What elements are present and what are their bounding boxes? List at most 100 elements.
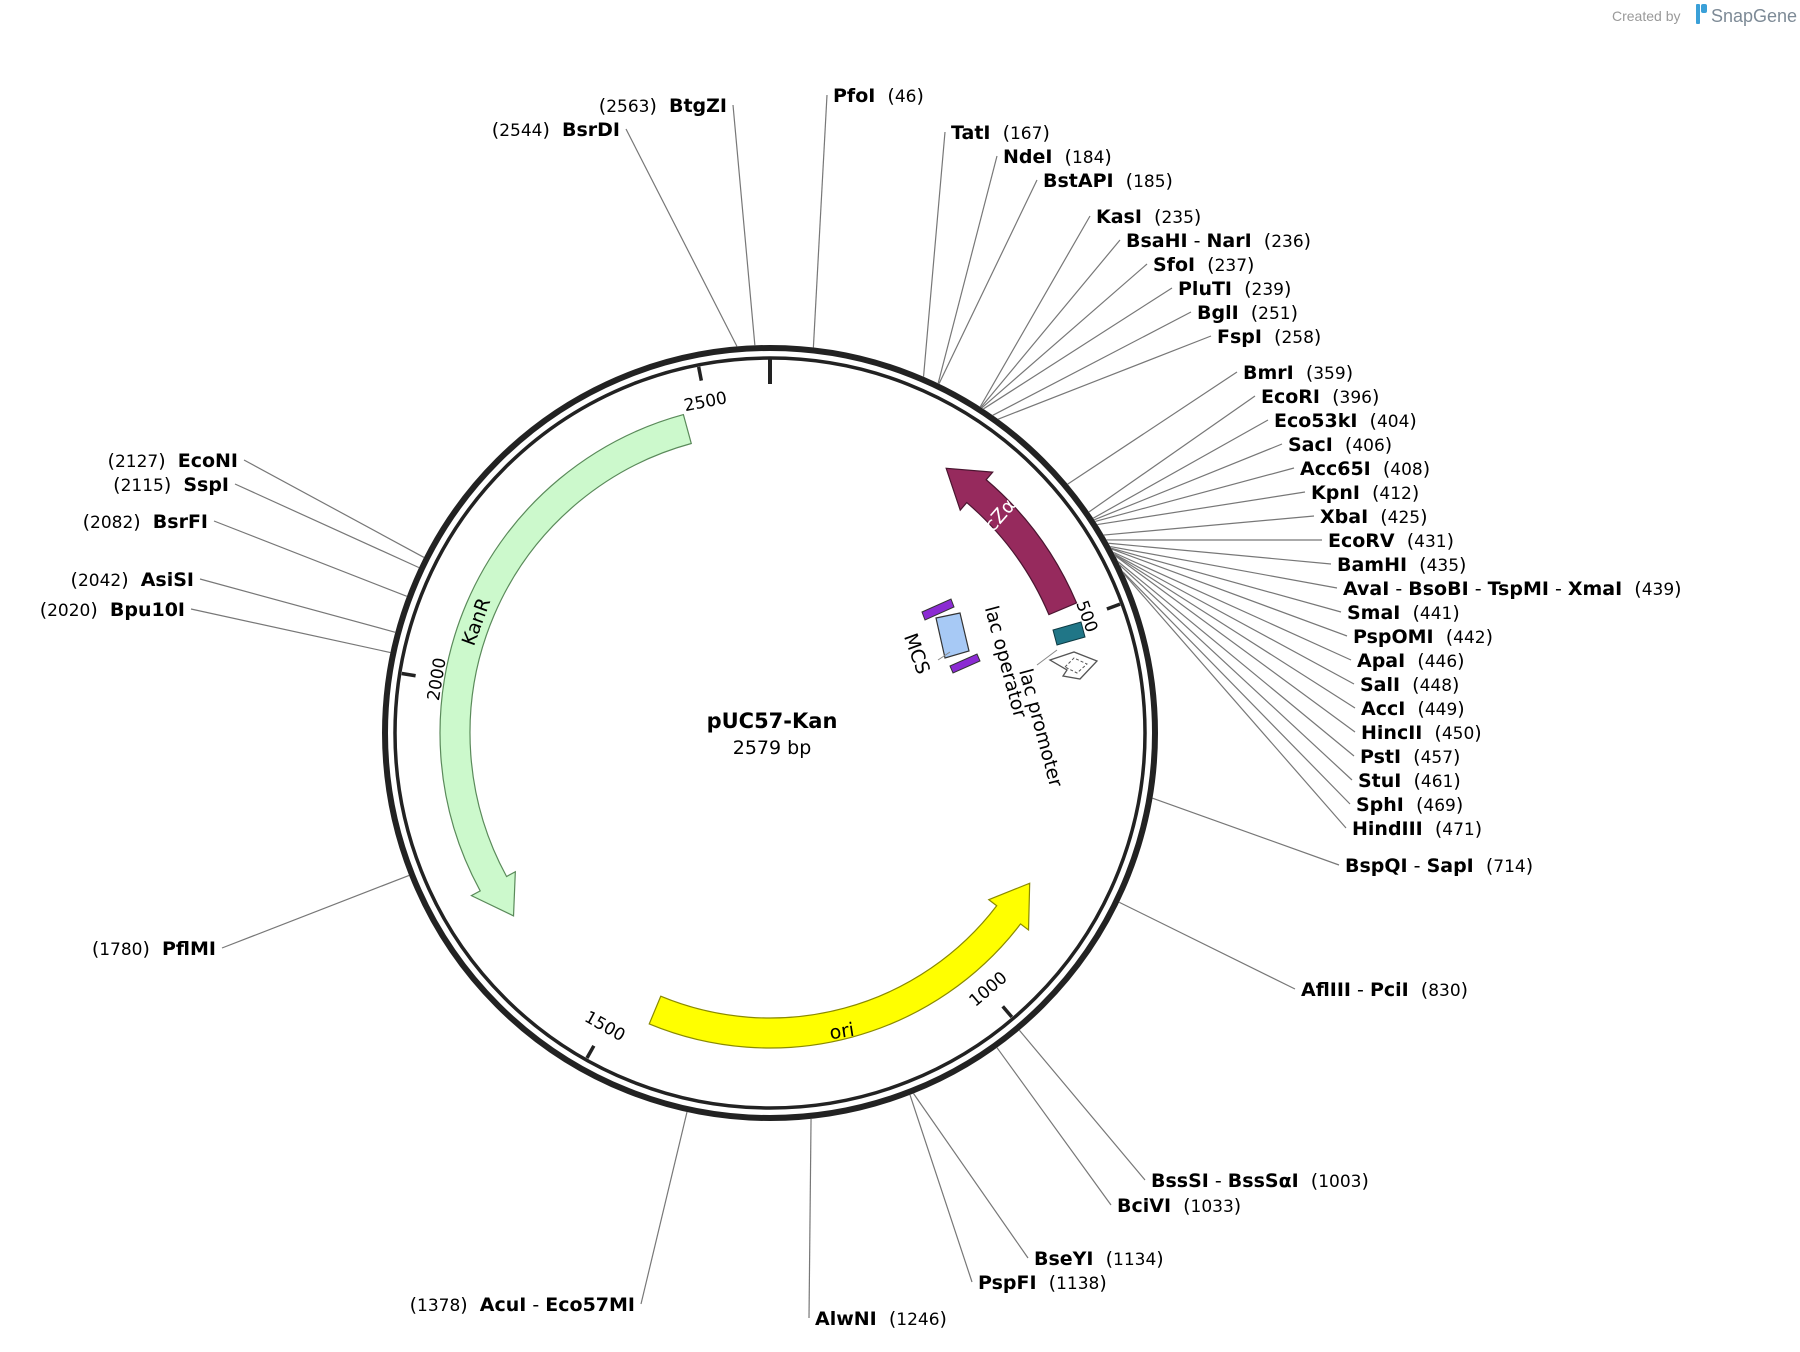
enzyme-name: HincII xyxy=(1361,722,1422,744)
site-label[interactable]: Eco53kI (404) xyxy=(1274,410,1417,432)
site-leader-line xyxy=(1117,561,1355,757)
site-label[interactable]: BglI (251) xyxy=(1197,302,1298,324)
mcs-feature[interactable] xyxy=(921,598,981,674)
site-leader-line xyxy=(1113,551,1352,661)
enzyme-name: BssSαI xyxy=(1228,1170,1299,1192)
site-label[interactable]: PspFI (1138) xyxy=(978,1272,1107,1294)
site-label[interactable]: PspOMI (442) xyxy=(1353,626,1493,648)
site-label[interactable]: KpnI (412) xyxy=(1311,482,1419,504)
enzyme-name: AflIII xyxy=(1301,979,1351,1001)
site-label[interactable]: PfoI (46) xyxy=(833,85,924,107)
site-label[interactable]: AflIII - PciI (830) xyxy=(1301,979,1468,1001)
separator: ) xyxy=(1457,698,1464,720)
enzyme-name: XmaI xyxy=(1568,578,1622,600)
separator: ( xyxy=(1333,434,1353,456)
site-label[interactable]: PluTI (239) xyxy=(1178,278,1291,300)
site-label[interactable]: SmaI (441) xyxy=(1347,602,1460,624)
lac-promoter-feature[interactable] xyxy=(1048,651,1099,680)
enzyme-name: AlwNI xyxy=(815,1308,877,1330)
site-leader-line xyxy=(983,287,1173,410)
site-label[interactable]: AlwNI (1246) xyxy=(815,1308,947,1330)
enzyme-name: Eco53kI xyxy=(1274,410,1357,432)
ori-arrow[interactable] xyxy=(648,882,1031,1049)
enzyme-name: SspI xyxy=(183,474,229,496)
kanr-arrow[interactable] xyxy=(439,413,693,917)
separator: ( xyxy=(1423,818,1443,840)
site-leader-line xyxy=(213,520,408,597)
site-label[interactable]: StuI (461) xyxy=(1358,770,1461,792)
separator: - xyxy=(1209,1170,1228,1192)
site-label[interactable]: PstI (457) xyxy=(1360,746,1460,768)
separator: ( xyxy=(1320,386,1340,408)
enzyme-name: PciI xyxy=(1370,979,1409,1001)
cut-position: 446 xyxy=(1425,652,1457,672)
site-label[interactable]: (2020) Bpu10I xyxy=(40,599,185,621)
site-label[interactable]: AccI (449) xyxy=(1361,698,1465,720)
separator: ( xyxy=(1622,578,1642,600)
separator: ( xyxy=(1299,1170,1319,1192)
site-label[interactable]: (2115) SspI xyxy=(113,474,229,496)
separator: ) xyxy=(1420,506,1427,528)
site-label[interactable]: (2563) BtgZI xyxy=(599,95,727,117)
enzyme-name: AsiSI xyxy=(141,569,194,591)
site-leader-line xyxy=(1018,1029,1146,1181)
site-label[interactable]: NdeI (184) xyxy=(1003,146,1112,168)
site-label[interactable]: SfoI (237) xyxy=(1153,254,1254,276)
site-label[interactable]: BmrI (359) xyxy=(1243,362,1353,384)
cut-position: 471 xyxy=(1442,820,1474,840)
enzyme-name: SfoI xyxy=(1153,254,1195,276)
site-label[interactable]: (2544) BsrDI xyxy=(492,119,620,141)
site-label[interactable]: (1780) PflMI xyxy=(92,938,216,960)
site-label[interactable]: SacI (406) xyxy=(1288,434,1392,456)
site-label[interactable]: BciVI (1033) xyxy=(1117,1195,1241,1217)
site-label[interactable]: BssSI - BssSαI (1003) xyxy=(1151,1170,1369,1192)
lacz-alpha-arrow[interactable] xyxy=(945,467,1078,616)
site-label[interactable]: BstAPI (185) xyxy=(1043,170,1173,192)
site-leader-line xyxy=(1088,395,1256,513)
site-label[interactable]: TatI (167) xyxy=(951,122,1050,144)
separator: ( xyxy=(1195,254,1215,276)
site-label[interactable]: AvaI - BsoBI - TspMI - XmaI (439) xyxy=(1343,578,1682,600)
site-label[interactable]: BseYI (1134) xyxy=(1034,1248,1164,1270)
site-label[interactable]: HindIII (471) xyxy=(1352,818,1482,840)
site-label[interactable]: BspQI - SapI (714) xyxy=(1345,855,1533,877)
separator: ( xyxy=(492,119,499,141)
site-label[interactable]: (1378) AcuI - Eco57MI xyxy=(410,1294,635,1316)
lac-operator-feature[interactable] xyxy=(1052,621,1086,646)
separator: ) xyxy=(1459,554,1466,576)
cut-position: 412 xyxy=(1379,484,1411,504)
site-leader-line xyxy=(1152,797,1340,866)
site-label[interactable]: (2042) AsiSI xyxy=(71,569,194,591)
site-label[interactable]: EcoRI (396) xyxy=(1261,386,1379,408)
site-label[interactable]: KasI (235) xyxy=(1096,206,1201,228)
site-label[interactable]: XbaI (425) xyxy=(1320,506,1428,528)
cut-position: 449 xyxy=(1425,700,1457,720)
site-label[interactable]: ApaI (446) xyxy=(1357,650,1465,672)
enzyme-name: XbaI xyxy=(1320,506,1368,528)
plasmid-name: pUC57-Kan xyxy=(707,709,838,733)
site-label[interactable]: BamHI (435) xyxy=(1337,554,1466,576)
separator: ) xyxy=(1486,626,1493,648)
cut-position: 2042 xyxy=(78,571,121,591)
site-label[interactable]: BsaHI - NarI (236) xyxy=(1126,230,1311,252)
site-label[interactable]: SphI (469) xyxy=(1356,794,1463,816)
cut-position: 184 xyxy=(1072,148,1104,168)
site-label[interactable]: Acc65I (408) xyxy=(1300,458,1430,480)
enzyme-name: BsrDI xyxy=(562,119,620,141)
cut-position: 439 xyxy=(1642,580,1674,600)
site-label[interactable]: HincII (450) xyxy=(1361,722,1482,744)
enzyme-name: FspI xyxy=(1217,326,1262,348)
site-label[interactable]: EcoRV (431) xyxy=(1328,530,1454,552)
cut-position: 1033 xyxy=(1191,1197,1234,1217)
enzyme-name: AvaI xyxy=(1343,578,1389,600)
site-leader-line xyxy=(909,1094,973,1283)
site-label[interactable]: (2127) EcoNI xyxy=(108,450,238,472)
site-label[interactable]: FspI (258) xyxy=(1217,326,1321,348)
separator: ) xyxy=(1361,1170,1368,1192)
site-label[interactable]: SalI (448) xyxy=(1360,674,1459,696)
separator: ( xyxy=(1400,674,1420,696)
separator: - xyxy=(526,1294,545,1316)
site-label[interactable]: (2082) BsrFI xyxy=(83,511,208,533)
separator: ) xyxy=(1456,794,1463,816)
site-leader-line xyxy=(937,155,998,384)
